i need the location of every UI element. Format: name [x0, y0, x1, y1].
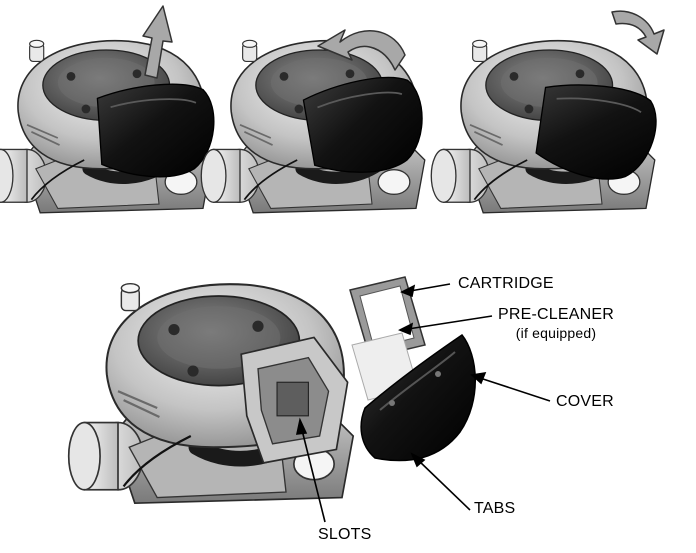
- cartridge-part: [349, 276, 426, 359]
- cover-part: [360, 333, 476, 462]
- step-3-engine: [431, 40, 664, 212]
- leader-lines: [295, 283, 551, 523]
- main-engine: [69, 284, 353, 504]
- step-1-cover: [96, 83, 215, 178]
- pre-cleaner-label: PRE-CLEANER (if equipped): [498, 306, 614, 342]
- cover-label: COVER: [556, 393, 614, 410]
- step-1-engine: [0, 40, 214, 212]
- cartridge-label: CARTRIDGE: [458, 275, 554, 292]
- up-arrow-icon: [142, 5, 173, 79]
- pre-cleaner-note: (if equipped): [515, 325, 597, 341]
- rotate-left-arrow-icon: [317, 29, 406, 71]
- tabs-label: TABS: [474, 500, 516, 517]
- curved-down-arrow-icon: [611, 10, 665, 55]
- slots-label: SLOTS: [318, 526, 372, 543]
- filter-housing: [240, 336, 349, 464]
- pre-cleaner-title: PRE-CLEANER: [498, 306, 615, 323]
